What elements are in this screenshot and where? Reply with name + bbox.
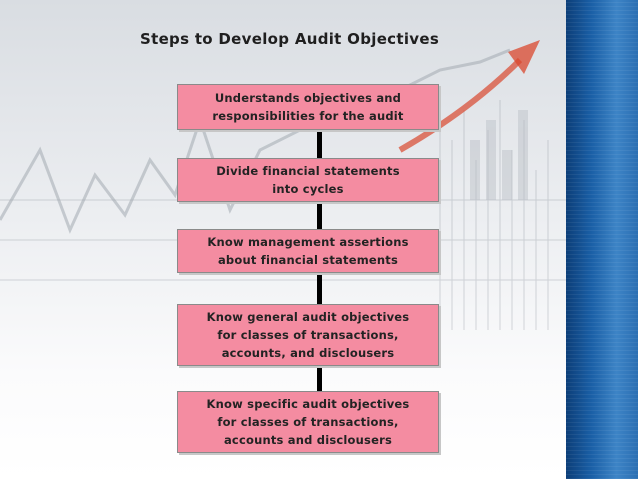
background-trend-line [0,48,511,234]
step-box-1: Understands objectives and responsibilit… [177,84,439,130]
step-text-1: Understands objectives and responsibilit… [212,91,404,123]
step-box-3: Know management assertions about financi… [177,229,439,273]
step-box-5: Know specific audit objectives for class… [177,391,439,453]
step-text-2: Divide financial statements into cycles [216,164,400,196]
step-text-3: Know management assertions about financi… [207,235,409,267]
background-red-arrow [398,57,523,153]
step-text-4: Know general audit objectives for classe… [206,310,410,360]
diagram-title: Steps to Develop Audit Objectives [140,30,440,48]
step-box-2: Divide financial statements into cycles [177,158,439,202]
slide-background: Steps to Develop Audit Objectives Unders… [0,0,566,479]
side-accent-bar [566,0,638,479]
step-text-5: Know specific audit objectives for class… [206,397,410,447]
step-box-4: Know general audit objectives for classe… [177,304,439,366]
